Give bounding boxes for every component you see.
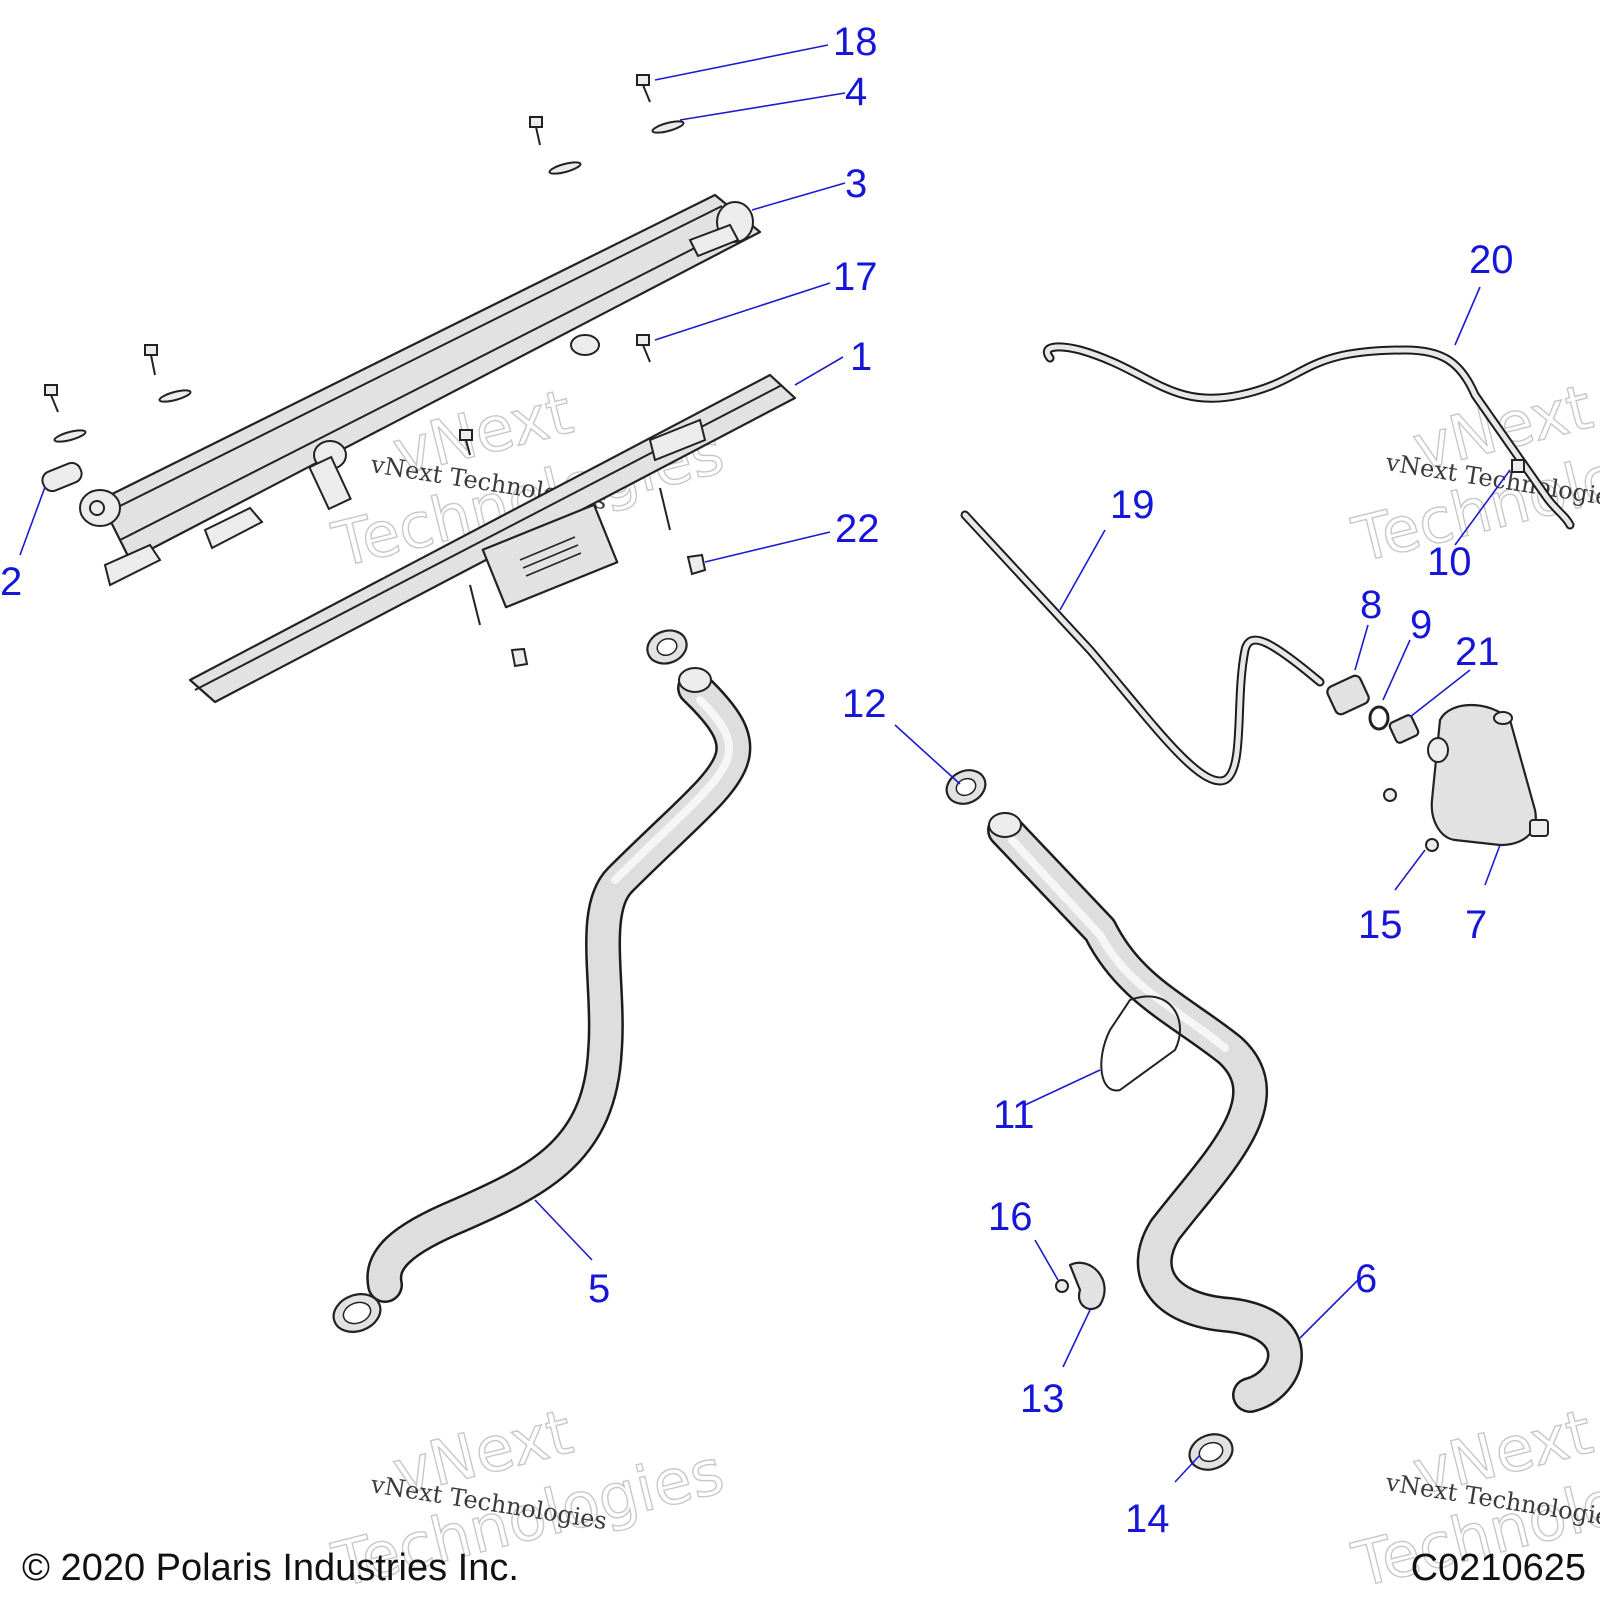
callout-9: 9	[1410, 603, 1432, 647]
vent-line	[960, 510, 1325, 786]
callout-14: 14	[1125, 1497, 1170, 1541]
screw-fastener	[1511, 459, 1525, 473]
grommet	[686, 553, 707, 576]
leader-lines	[19, 44, 1511, 1483]
callout-3: 3	[845, 162, 867, 206]
screw-fastener	[636, 74, 685, 134]
reservoir-neck	[1388, 714, 1420, 744]
coolant-hose	[366, 667, 752, 1303]
coolant-reservoir	[1427, 703, 1549, 847]
screw-fastener	[636, 334, 651, 363]
p-clip	[1068, 1261, 1106, 1311]
hose-clamp	[1188, 1433, 1234, 1471]
callout-18: 18	[833, 20, 878, 64]
screw-fastener	[459, 429, 473, 456]
callout-19: 19	[1110, 483, 1155, 527]
callout-8: 8	[1360, 583, 1382, 627]
callout-5: 5	[588, 1267, 610, 1311]
callout-7: 7	[1465, 903, 1487, 947]
lower-support-bar	[188, 373, 797, 704]
callout-15: 15	[1358, 903, 1403, 947]
callout-22: 22	[835, 507, 880, 551]
callout-17: 17	[833, 255, 878, 299]
callout-12: 12	[842, 682, 887, 726]
copyright-text: © 2020 Polaris Industries Inc.	[22, 1547, 519, 1589]
grommet	[41, 461, 83, 493]
o-ring	[1368, 705, 1390, 731]
hose-clamp	[646, 629, 688, 665]
callout-4: 4	[845, 70, 867, 114]
screw-fastener	[144, 344, 192, 403]
reservoir-cap	[1326, 674, 1370, 716]
callout-20: 20	[1469, 238, 1514, 282]
callout-2: 2	[0, 560, 22, 604]
hose-clamp	[332, 1293, 382, 1333]
screw-fastener	[529, 116, 582, 175]
callout-11: 11	[993, 1093, 1035, 1137]
bolt	[1055, 1279, 1069, 1293]
callout-13: 13	[1020, 1377, 1065, 1421]
bolt	[1425, 838, 1439, 852]
callout-1: 1	[850, 335, 872, 379]
hose-clamp	[945, 769, 987, 805]
callout-21: 21	[1455, 630, 1500, 674]
callout-16: 16	[988, 1195, 1033, 1239]
callout-10: 10	[1427, 540, 1472, 584]
radiator-upper-bar	[79, 193, 762, 587]
callout-6: 6	[1355, 1257, 1377, 1301]
coolant-hose	[987, 812, 1303, 1413]
figure-code: C0210625	[1410, 1547, 1586, 1589]
overflow-tube	[1043, 342, 1575, 530]
grommet	[510, 647, 529, 668]
callout-labels: 18 4 3 17 1 2 22 12 20 19 10 8 9 21 15 7…	[0, 20, 1514, 1541]
hose-support-ring	[1100, 995, 1181, 1092]
screw-fastener	[44, 384, 87, 443]
bolt	[1383, 788, 1397, 802]
